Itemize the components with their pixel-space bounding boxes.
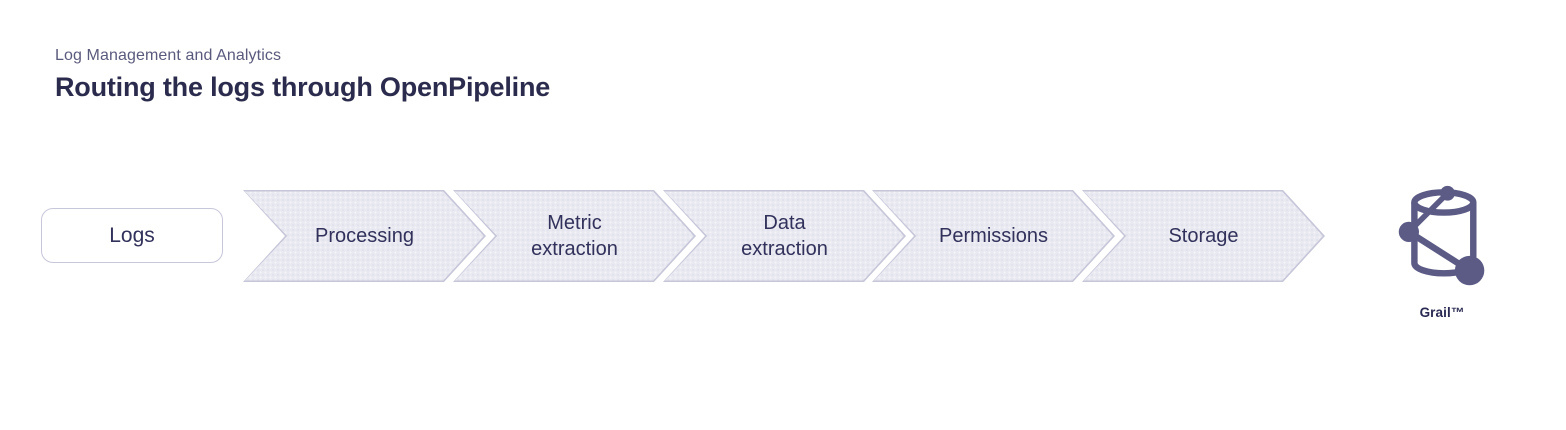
logs-source-box: Logs [41, 208, 223, 263]
grail-label: Grail™ [1419, 305, 1465, 320]
stage-label: Permissions [939, 225, 1048, 247]
logs-source-label: Logs [109, 223, 155, 247]
stage-chevron-permissions: Permissions [872, 190, 1115, 282]
stage-label: Storage [1168, 225, 1239, 247]
eyebrow-text: Log Management and Analytics [55, 47, 282, 64]
stage-label: Processing [315, 225, 414, 247]
grail-destination: Grail™ [1392, 184, 1492, 320]
stage-chevron-metric-extraction: Metric extraction [453, 190, 696, 282]
grail-database-network-icon [1398, 185, 1485, 286]
stage-label: Data extraction [741, 212, 828, 260]
slide-header: Log Management and Analytics Routing the… [55, 46, 550, 103]
stage-chevron-processing: Processing [243, 190, 486, 282]
stage-label: Metric extraction [531, 212, 618, 260]
stage-chevron-storage: Storage [1082, 190, 1325, 282]
stage-chevron-data-extraction: Data extraction [663, 190, 906, 282]
page-title: Routing the logs through OpenPipeline [55, 72, 551, 102]
